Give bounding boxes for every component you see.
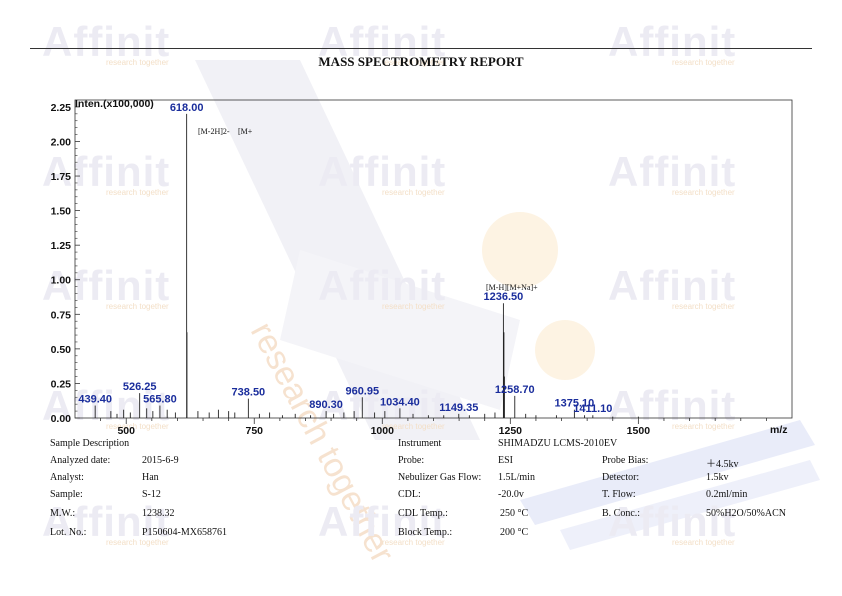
report-title: MASS SPECTROMETRY REPORT xyxy=(318,54,524,69)
y-tick-label: 1.75 xyxy=(51,171,72,183)
y-tick-label: 0.75 xyxy=(51,309,72,321)
t-flow-label: T. Flow: xyxy=(602,489,636,500)
x-tick-label: 1000 xyxy=(371,425,395,437)
peak-label: 1375.10 xyxy=(555,398,595,410)
detector-value: 1.5kv xyxy=(706,472,729,483)
x-axis-label: m/z xyxy=(770,424,788,436)
mw-value: 1238.32 xyxy=(142,508,175,519)
lot-no-value: P150604-MX658761 xyxy=(142,527,228,538)
x-tick-label: 750 xyxy=(245,425,263,437)
detector-label: Detector: xyxy=(602,472,640,483)
sample-value: S-12 xyxy=(142,489,161,500)
peak-label: 1034.40 xyxy=(380,396,420,408)
y-tick-label: 0.25 xyxy=(51,378,72,390)
y-tick-label: 1.50 xyxy=(51,206,72,218)
plot-frame xyxy=(74,99,793,419)
y-axis-label: Inten.(x100,000) xyxy=(75,98,154,110)
block-temp-value: 200 °C xyxy=(500,527,529,538)
instrument-label: Instrument xyxy=(398,438,442,449)
sample-description-label: Sample Description xyxy=(50,438,130,449)
lot-no-label: Lot. No.: xyxy=(50,527,87,538)
cdl-temp-label: CDL Temp.: xyxy=(398,508,448,519)
annotation-m-plus: [M+ xyxy=(238,127,253,136)
peak-label: 1258.70 xyxy=(495,384,535,396)
header-rule xyxy=(30,48,812,49)
block-temp-label: Block Temp.: xyxy=(398,527,453,538)
analyzed-date-label: Analyzed date: xyxy=(50,455,111,466)
cdl-label: CDL: xyxy=(398,489,421,500)
nebulizer-label: Nebulizer Gas Flow: xyxy=(398,472,482,483)
t-flow-value: 0.2ml/min xyxy=(706,489,748,500)
analyzed-date-value: 2015-6-9 xyxy=(142,455,179,466)
y-tick-label: 1.25 xyxy=(51,240,72,252)
nebulizer-value: 1.5L/min xyxy=(498,472,535,483)
y-tick-label: 0.50 xyxy=(51,344,72,356)
probe-value: ESI xyxy=(498,455,513,466)
mw-label: M.W.: xyxy=(50,508,76,519)
peak-label: 1236.50 xyxy=(484,291,524,303)
y-tick-label: 2.00 xyxy=(51,136,72,148)
instrument-value: SHIMADZU LCMS-2010EV xyxy=(498,438,618,449)
b-conc-value: 50%H2O/50%ACN xyxy=(706,508,786,519)
annotation-m-2h: [M-2H]2- xyxy=(198,127,230,136)
cdl-value: -20.0v xyxy=(498,489,524,500)
peak-label: 960.95 xyxy=(345,385,379,397)
peak-label: 890.30 xyxy=(309,399,343,411)
peak-label: 565.80 xyxy=(143,394,177,406)
annotation-m-h-m-na: [M-H][M+Na]+ xyxy=(486,283,538,292)
peak-label: 738.50 xyxy=(232,387,266,399)
peak-label: 1149.35 xyxy=(439,402,478,414)
probe-label: Probe: xyxy=(398,455,425,466)
analyst-value: Han xyxy=(142,472,159,483)
peak-label: 618.00 xyxy=(170,102,204,114)
sample-label: Sample: xyxy=(50,489,83,500)
x-tick-label: 1250 xyxy=(499,425,523,437)
analyst-label: Analyst: xyxy=(50,472,84,483)
b-conc-label: B. Conc.: xyxy=(602,508,641,519)
probe-bias-value: ＋4.5kv xyxy=(706,459,739,470)
y-tick-label: 1.00 xyxy=(51,275,72,287)
probe-bias-label: Probe Bias: xyxy=(602,455,649,466)
y-tick-label: 2.25 xyxy=(51,102,72,114)
x-tick-label: 500 xyxy=(117,425,135,437)
peak-label: 439.40 xyxy=(78,394,112,406)
y-tick-label: 0.00 xyxy=(51,413,72,425)
peak-label: 1411.10 xyxy=(573,403,612,415)
cdl-temp-value: 250 °C xyxy=(500,508,529,519)
peak-label: 526.25 xyxy=(123,381,157,393)
x-tick-label: 1500 xyxy=(627,425,651,437)
